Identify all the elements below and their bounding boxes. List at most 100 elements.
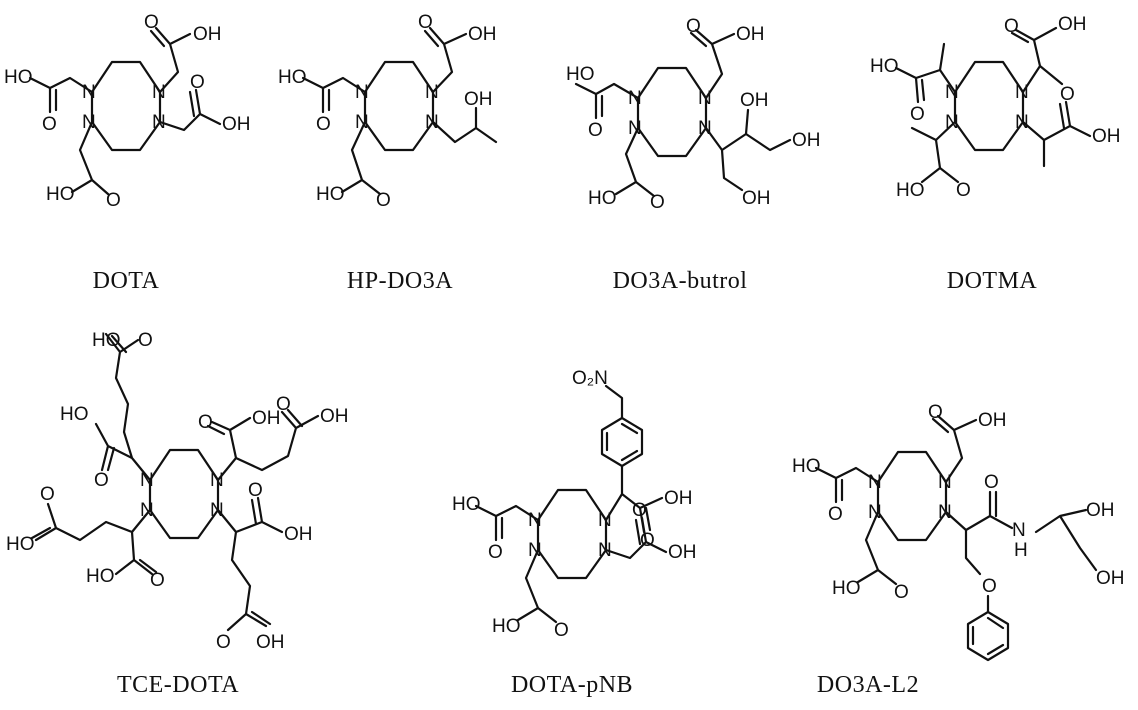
svg-text:N: N (140, 470, 154, 491)
svg-text:OH: OH (1096, 568, 1125, 589)
svg-text:O: O (982, 576, 997, 597)
svg-text:HO: HO (492, 616, 521, 637)
svg-text:OH: OH (1058, 14, 1087, 35)
svg-text:N: N (152, 82, 166, 103)
svg-text:HO: HO (832, 578, 861, 599)
svg-text:O: O (828, 504, 843, 525)
svg-text:O: O (40, 484, 55, 505)
svg-text:N: N (210, 470, 224, 491)
svg-text:HO: HO (92, 330, 121, 351)
svg-text:O: O (1060, 84, 1075, 105)
svg-text:OH: OH (742, 188, 771, 209)
svg-text:N: N (945, 112, 959, 133)
svg-text:N: N (355, 82, 369, 103)
svg-text:O: O (376, 190, 391, 211)
svg-text:HO: HO (278, 67, 307, 88)
svg-text:N: N (152, 112, 166, 133)
svg-text:HO: HO (60, 404, 89, 425)
svg-text:N: N (425, 82, 439, 103)
compound-label-dota: DOTA (92, 268, 160, 294)
svg-text:O: O (984, 472, 999, 493)
svg-text:O: O (956, 180, 971, 201)
svg-text:OH: OH (193, 24, 222, 45)
svg-text:HO: HO (896, 180, 925, 201)
svg-text:O: O (42, 114, 57, 135)
compound-label-do3a-butrol: DO3A-butrol (612, 268, 748, 294)
svg-text:OH: OH (978, 410, 1007, 431)
svg-text:O: O (588, 120, 603, 141)
svg-text:HO: HO (566, 64, 595, 85)
svg-text:O: O (928, 402, 943, 423)
svg-text:OH: OH (664, 488, 693, 509)
svg-text:O: O (144, 12, 159, 33)
svg-text:N: N (945, 82, 959, 103)
svg-text:HO: HO (4, 67, 33, 88)
svg-text:O: O (190, 72, 205, 93)
structure-hp-do3a: N N N N HO O OH O OH O HO (278, 12, 498, 211)
svg-text:N: N (938, 502, 952, 523)
svg-text:O: O (640, 530, 655, 551)
svg-text:N: N (528, 540, 542, 561)
compound-label-do3a-l2: DO3A-L2 (816, 672, 920, 698)
svg-text:N: N (210, 500, 224, 521)
svg-text:OH: OH (1092, 126, 1121, 147)
svg-text:N: N (938, 472, 952, 493)
svg-text:HO: HO (452, 494, 481, 515)
svg-text:O: O (418, 12, 433, 33)
svg-text:O: O (686, 16, 701, 37)
svg-text:N: N (528, 510, 542, 531)
svg-text:OH: OH (252, 408, 281, 429)
svg-text:HO: HO (86, 566, 115, 587)
svg-text:N: N (1012, 520, 1026, 541)
svg-text:N: N (355, 112, 369, 133)
svg-text:H: H (1014, 540, 1028, 561)
svg-text:OH: OH (792, 130, 821, 151)
svg-text:O: O (276, 394, 291, 415)
svg-text:OH: OH (1086, 500, 1115, 521)
svg-text:OH: OH (740, 90, 769, 111)
svg-text:O: O (488, 542, 503, 563)
structure-tce-dota: N N N N HO O HO O OH O OH O OH O O OH O … (6, 330, 349, 653)
svg-text:OH: OH (668, 542, 697, 563)
svg-text:O: O (138, 330, 153, 351)
svg-text:N: N (1015, 82, 1029, 103)
svg-text:HO: HO (870, 56, 899, 77)
svg-text:O: O (910, 104, 925, 125)
svg-text:OH: OH (320, 406, 349, 427)
svg-text:OH: OH (468, 24, 497, 45)
svg-text:HO: HO (46, 184, 75, 205)
svg-text:HO: HO (6, 534, 35, 555)
svg-text:HO: HO (792, 456, 821, 477)
svg-text:OH: OH (464, 89, 493, 110)
svg-text:HO: HO (588, 188, 617, 209)
svg-text:N: N (598, 510, 612, 531)
svg-text:O: O (150, 570, 165, 591)
svg-text:OH: OH (222, 114, 251, 135)
svg-text:OH: OH (736, 24, 765, 45)
svg-text:N: N (140, 500, 154, 521)
compound-label-tce-dota: TCE-DOTA (116, 672, 240, 698)
svg-text:O: O (94, 470, 109, 491)
svg-text:O: O (198, 412, 213, 433)
svg-text:N: N (868, 502, 882, 523)
structure-dota: N N N N HO O OH O OH O O HO (4, 12, 251, 211)
svg-text:N: N (628, 118, 642, 139)
svg-text:N: N (82, 82, 96, 103)
svg-text:O: O (632, 500, 647, 521)
structure-do3a-butrol: N N N N HO O OH O OH OH OH O HO (566, 16, 821, 213)
svg-text:N: N (698, 88, 712, 109)
svg-text:O: O (894, 582, 909, 603)
svg-text:N: N (598, 540, 612, 561)
svg-text:O: O (1004, 16, 1019, 37)
svg-text:N: N (82, 112, 96, 133)
compound-label-hp-do3a: HP-DO3A (346, 268, 454, 294)
structure-do3a-l2: N N N N HO O OH O O N H OH OH O O HO (792, 402, 1125, 662)
svg-text:O: O (554, 620, 569, 641)
svg-text:N: N (698, 118, 712, 139)
svg-text:N: N (868, 472, 882, 493)
svg-text:HO: HO (316, 184, 345, 205)
svg-text:O: O (316, 114, 331, 135)
svg-text:O: O (650, 192, 665, 213)
compound-label-dota-pnb: DOTA-pNB (510, 672, 634, 698)
svg-text:OH: OH (284, 524, 313, 545)
